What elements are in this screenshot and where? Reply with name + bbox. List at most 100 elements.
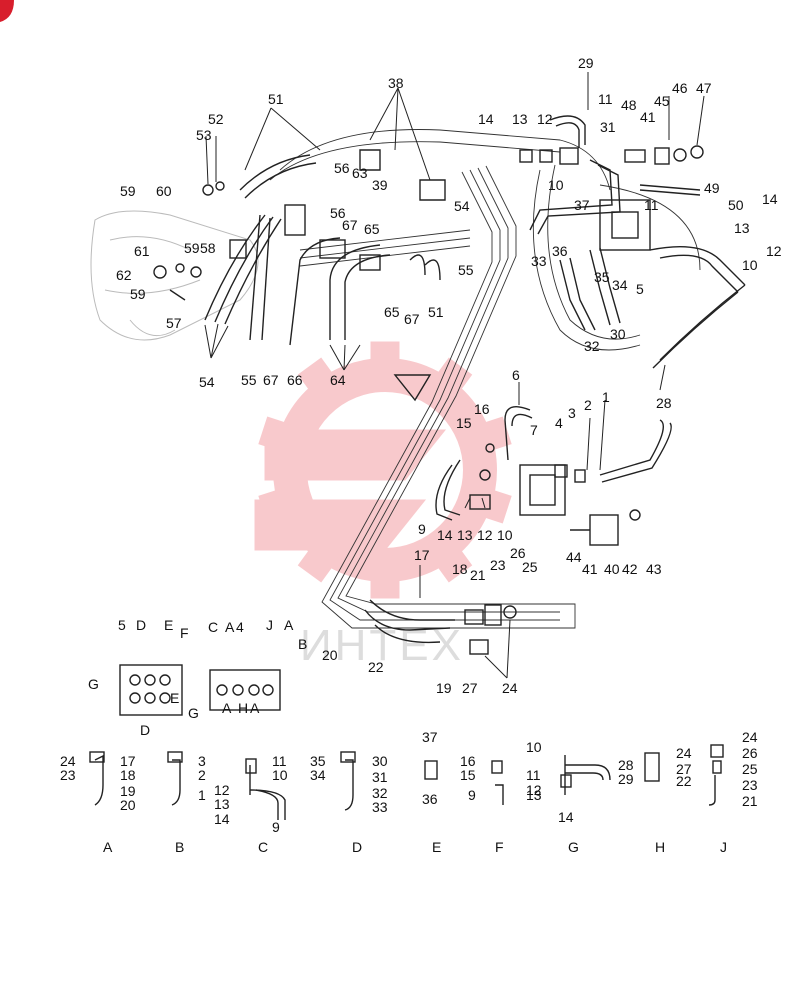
callout-39: 39 (372, 177, 388, 193)
section-F-label-16: 16 (460, 753, 476, 769)
callout-56: 56 (334, 160, 350, 176)
callout-27: 27 (462, 680, 478, 696)
valve-key-right-J: J (266, 617, 273, 633)
section-letter-G: G (568, 839, 579, 855)
callout-42: 42 (622, 561, 638, 577)
callout-19: 19 (436, 680, 452, 696)
section-J-label-24: 24 (742, 729, 758, 745)
section-D-label-31: 31 (372, 769, 388, 785)
section-A-label-19: 19 (120, 783, 136, 799)
callout-59: 59 (120, 183, 136, 199)
callout-12: 12 (477, 527, 493, 543)
callout-14: 14 (437, 527, 453, 543)
section-D-label-32: 32 (372, 785, 388, 801)
watermark-logo (254, 341, 512, 599)
section-D-label-35: 35 (310, 753, 326, 769)
section-H-label-22: 22 (676, 773, 692, 789)
callout-47: 47 (696, 80, 712, 96)
callout-43: 43 (646, 561, 662, 577)
valve-key-left-D: D (140, 722, 150, 738)
section-D-label-34: 34 (310, 767, 326, 783)
callout-28: 28 (656, 395, 672, 411)
leader-lines (204, 72, 705, 679)
callout-4: 4 (555, 415, 563, 431)
callout-11: 11 (644, 197, 659, 213)
section-F-label-9: 9 (468, 787, 476, 803)
callout-21: 21 (470, 567, 486, 583)
callout-35: 35 (594, 269, 610, 285)
callout-14: 14 (762, 191, 778, 207)
section-D-label-30: 30 (372, 753, 388, 769)
callout-56: 56 (330, 205, 346, 221)
callout-51: 51 (268, 91, 284, 107)
callout-25: 25 (522, 559, 538, 575)
detail-D (340, 751, 356, 811)
callout-54: 54 (199, 374, 215, 390)
detail-G (560, 755, 611, 795)
section-J-label-23: 23 (742, 777, 758, 793)
callout-65: 65 (364, 221, 380, 237)
valve-key-right-B: B (298, 636, 307, 652)
callout-16: 16 (474, 401, 490, 417)
valve-key-left-G: G (188, 705, 199, 721)
callout-67: 67 (263, 372, 279, 388)
section-letter-H: H (655, 839, 665, 855)
valve-key-left-E: E (170, 690, 179, 706)
callout-65: 65 (384, 304, 400, 320)
callout-7: 7 (530, 422, 538, 438)
section-A-label-17: 17 (120, 753, 136, 769)
section-letter-E: E (432, 839, 441, 855)
callout-41: 41 (582, 561, 598, 577)
callout-26: 26 (510, 545, 526, 561)
callout-12: 12 (766, 243, 782, 259)
callout-24: 24 (502, 680, 518, 696)
section-J-label-21: 21 (742, 793, 758, 809)
section-letter-J: J (720, 839, 727, 855)
callout-58: 58 (200, 240, 216, 256)
callout-36: 36 (552, 243, 568, 259)
section-B-label-1: 1 (198, 787, 206, 803)
callout-29: 29 (578, 55, 594, 71)
callout-59: 59 (130, 286, 146, 302)
callout-12: 12 (537, 111, 553, 127)
section-A-label-20: 20 (120, 797, 136, 813)
detail-B (167, 751, 183, 806)
section-A-label-23: 23 (60, 767, 76, 783)
valve-key-right-H: H (238, 700, 248, 716)
section-G-label-12: 12 (526, 782, 542, 798)
valve-key-right-A: A (250, 700, 260, 716)
callout-44: 44 (566, 549, 582, 565)
section-letter-F: F (495, 839, 504, 855)
section-letter-B: B (175, 839, 184, 855)
callout-20: 20 (322, 647, 338, 663)
section-B-label-3: 3 (198, 753, 206, 769)
callout-50: 50 (728, 197, 744, 213)
valve-key-right-A: A (284, 617, 294, 633)
section-E-label-36: 36 (422, 791, 438, 807)
section-J-label-26: 26 (742, 745, 758, 761)
callout-17: 17 (414, 547, 430, 563)
callout-30: 30 (610, 326, 626, 342)
callout-18: 18 (452, 561, 468, 577)
section-F-label-15: 15 (460, 767, 476, 783)
section-C-label-14: 14 (214, 811, 230, 827)
section-letter-C: C (258, 839, 268, 855)
callout-15: 15 (456, 415, 472, 431)
section-B-label-2: 2 (198, 767, 206, 783)
section-H-label-27: 27 (676, 761, 692, 777)
callout-66: 66 (287, 372, 303, 388)
callout-32: 32 (584, 338, 600, 354)
callout-9: 9 (418, 521, 426, 537)
callout-59: 59 (184, 240, 200, 256)
valve-key-left-G: G (88, 676, 99, 692)
section-G-label-10: 10 (526, 739, 542, 755)
callout-37: 37 (574, 197, 590, 213)
section-J-label-25: 25 (742, 761, 758, 777)
callout-3: 3 (568, 405, 576, 421)
section-C-label-9: 9 (272, 819, 280, 835)
valve-key-right-A: A (225, 619, 235, 635)
